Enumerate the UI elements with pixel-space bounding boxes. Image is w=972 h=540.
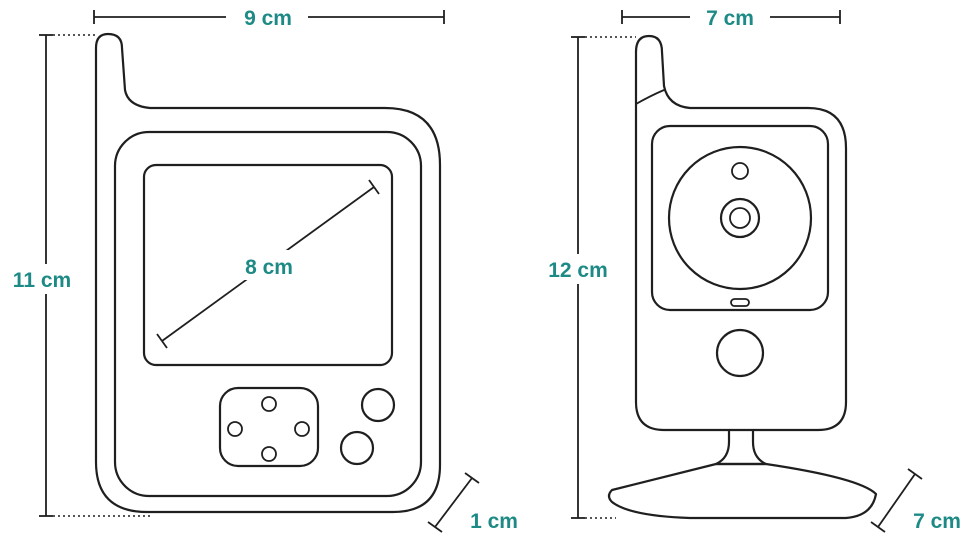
camera-base-dimension: 7 cm xyxy=(870,468,961,533)
monitor-height-dimension: 11 cm xyxy=(2,34,150,517)
monitor-button-lower xyxy=(339,430,375,466)
monitor-device: 8 cm xyxy=(94,32,442,514)
camera-lens-dome xyxy=(667,145,813,291)
camera-sensor xyxy=(731,162,749,180)
camera-width-dimension: 7 cm xyxy=(621,3,841,31)
monitor-body-outline xyxy=(94,32,442,514)
camera-height-label: 12 cm xyxy=(548,259,608,282)
dpad-left-button xyxy=(227,421,243,437)
monitor-width-label: 9 cm xyxy=(244,7,292,30)
monitor-depth-label: 1 cm xyxy=(470,510,518,533)
camera-body-outline xyxy=(634,34,848,432)
camera-width-label: 7 cm xyxy=(706,7,754,30)
monitor-button-upper xyxy=(360,387,396,423)
dpad-down-button xyxy=(261,446,277,462)
monitor-screen xyxy=(142,163,394,367)
camera-indicator-light xyxy=(730,298,750,307)
monitor-dpad xyxy=(218,386,320,468)
camera-height-dimension: 12 cm xyxy=(535,36,636,519)
camera-device xyxy=(607,34,878,520)
camera-antenna-seam xyxy=(635,89,665,105)
camera-base-label: 7 cm xyxy=(913,510,961,533)
camera-stand-base xyxy=(607,462,878,520)
monitor-height-label: 11 cm xyxy=(13,269,71,292)
camera-neck xyxy=(714,428,768,466)
camera-button xyxy=(715,328,765,378)
screen-diagonal-label: 8 cm xyxy=(245,256,293,279)
monitor-width-dimension: 9 cm xyxy=(93,3,445,31)
dpad-right-button xyxy=(294,421,310,437)
camera-lens-frame xyxy=(650,124,830,312)
monitor-depth-dimension: 1 cm xyxy=(427,472,518,533)
screen-diagonal-dimension: 8 cm xyxy=(156,179,380,349)
dpad-up-button xyxy=(261,396,277,412)
monitor-inner-frame xyxy=(113,130,423,498)
camera-lens-outer xyxy=(719,197,761,239)
camera-lens-inner xyxy=(729,207,751,229)
